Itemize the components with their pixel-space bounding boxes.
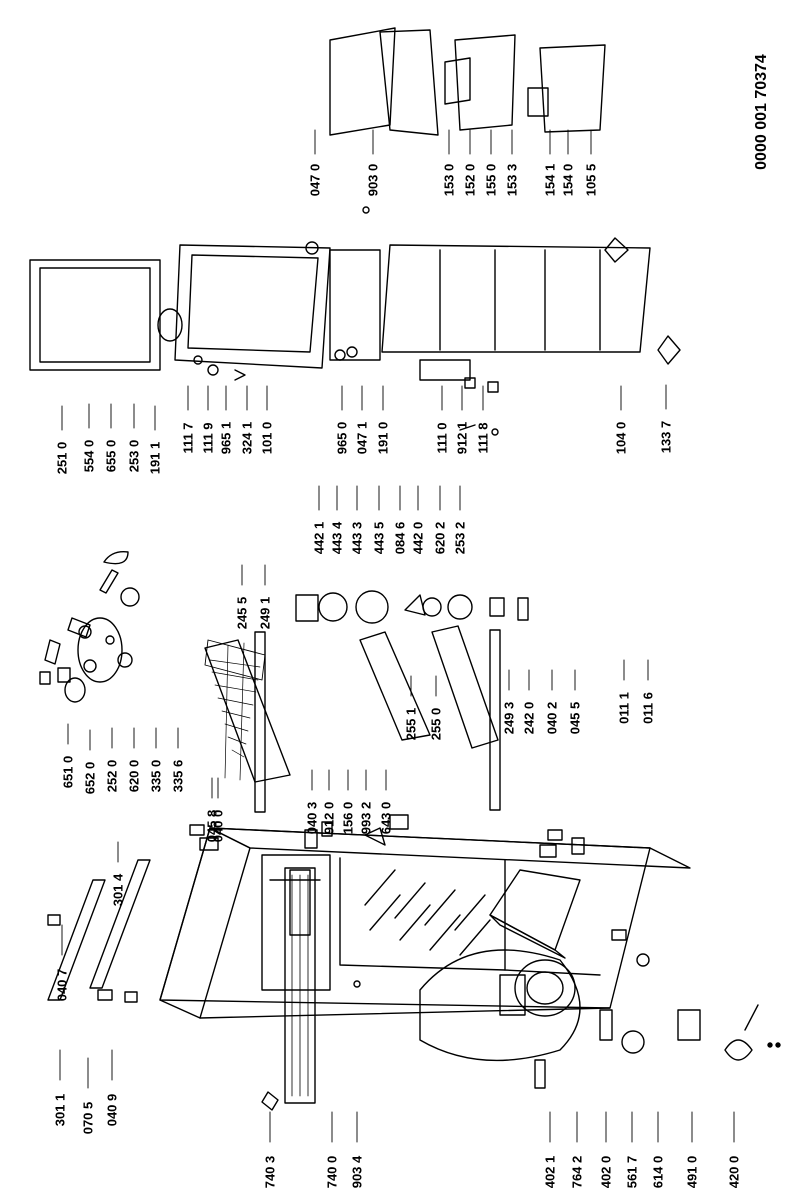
part-label: 249 1 <box>257 596 273 630</box>
part-label: 255 1 <box>403 707 419 741</box>
part-label: 111 0 <box>434 422 450 454</box>
part-label: 443 4 <box>329 521 345 555</box>
part-label: 740 0 <box>324 1155 340 1189</box>
part-label: 764 2 <box>569 1155 585 1189</box>
part-label: 154 1 <box>542 163 558 197</box>
part-label: 335 6 <box>170 759 186 793</box>
part-label: 105 5 <box>583 163 599 197</box>
part-label: 084 6 <box>392 521 408 555</box>
lower-door <box>329 244 651 393</box>
door-bins <box>329 27 606 136</box>
part-label: 154 0 <box>560 163 576 197</box>
part-label: 402 1 <box>542 1155 558 1189</box>
part-label: 242 0 <box>521 701 537 735</box>
part-label: 155 0 <box>483 163 499 197</box>
part-label: 651 0 <box>60 755 76 789</box>
part-label: 040 0 <box>210 809 226 843</box>
top-cover-rails <box>47 859 151 1003</box>
lower-hardware <box>189 814 650 967</box>
electrical-parts <box>534 1004 781 1089</box>
part-label: 249 3 <box>501 701 517 735</box>
part-label: 620 0 <box>126 759 142 793</box>
part-label: 993 2 <box>358 801 374 835</box>
part-label: 040 2 <box>544 701 560 735</box>
condenser <box>284 867 316 1104</box>
part-label: 111 9 <box>200 422 216 454</box>
part-label: 301 4 <box>110 873 126 907</box>
loose-small-parts <box>261 980 361 1111</box>
crisper-drawer <box>489 869 581 959</box>
part-label: 111 8 <box>475 422 491 454</box>
part-label: 245 5 <box>234 596 250 630</box>
part-label: 101 0 <box>259 421 275 455</box>
document-number: 0000 001 70374 <box>753 54 770 170</box>
part-label: 252 0 <box>104 759 120 793</box>
part-label: 011 6 <box>640 692 656 724</box>
part-label: 442 1 <box>311 521 327 555</box>
part-label: 561 7 <box>624 1155 640 1189</box>
part-label: 047 0 <box>307 163 323 197</box>
part-label: 255 0 <box>428 707 444 741</box>
cabinet-shelf-rails <box>364 869 491 956</box>
part-label: 443 5 <box>371 521 387 555</box>
part-label: 402 0 <box>598 1155 614 1189</box>
cabinet-body <box>159 827 691 1062</box>
part-label: 655 0 <box>103 439 119 473</box>
hinges-feet <box>234 206 681 436</box>
part-label: 253 2 <box>452 521 468 555</box>
part-label: 040 9 <box>104 1093 120 1127</box>
part-label: 643 0 <box>378 801 394 835</box>
thermostat-housing <box>39 551 140 703</box>
part-label: 614 0 <box>650 1155 666 1189</box>
part-label: 045 5 <box>567 701 583 735</box>
part-label: 011 1 <box>616 692 632 724</box>
part-label: 491 0 <box>684 1155 700 1189</box>
part-label: 554 0 <box>81 439 97 473</box>
leader-lines <box>59 129 735 1143</box>
part-label: 040 7 <box>54 968 70 1002</box>
part-label: 156 0 <box>340 801 356 835</box>
part-label: 133 7 <box>658 420 674 454</box>
part-label: 301 1 <box>52 1093 68 1127</box>
part-label: 442 0 <box>410 521 426 555</box>
part-label: 965 0 <box>334 421 350 455</box>
part-label: 047 1 <box>354 421 370 455</box>
part-label: 152 0 <box>462 163 478 197</box>
upper-door <box>29 244 331 376</box>
part-label: 191 1 <box>147 441 163 475</box>
part-label: 652 0 <box>82 761 98 795</box>
part-label: 070 5 <box>80 1101 96 1135</box>
part-label: 104 0 <box>613 421 629 455</box>
part-label: 335 0 <box>148 759 164 793</box>
part-label: 253 0 <box>126 439 142 473</box>
part-label: 965 1 <box>218 421 234 455</box>
part-label: 912 0 <box>321 801 337 835</box>
part-label: 903 4 <box>349 1155 365 1189</box>
part-label: 620 2 <box>432 521 448 555</box>
part-label: 912 1 <box>454 421 470 455</box>
glass-shelves <box>204 625 501 813</box>
part-label: 153 3 <box>504 163 520 197</box>
part-label: 420 0 <box>726 1155 742 1189</box>
part-label: 040 3 <box>304 801 320 835</box>
part-label: 191 0 <box>375 421 391 455</box>
part-label: 153 0 <box>441 163 457 197</box>
part-label: 251 0 <box>54 441 70 475</box>
fan-motor-group <box>295 590 529 624</box>
part-label: 740 3 <box>262 1155 278 1189</box>
part-label: 443 3 <box>349 521 365 555</box>
compressor <box>499 959 576 1017</box>
part-label: 324 1 <box>239 421 255 455</box>
part-label: 111 7 <box>180 422 196 454</box>
part-label: 903 0 <box>365 163 381 197</box>
